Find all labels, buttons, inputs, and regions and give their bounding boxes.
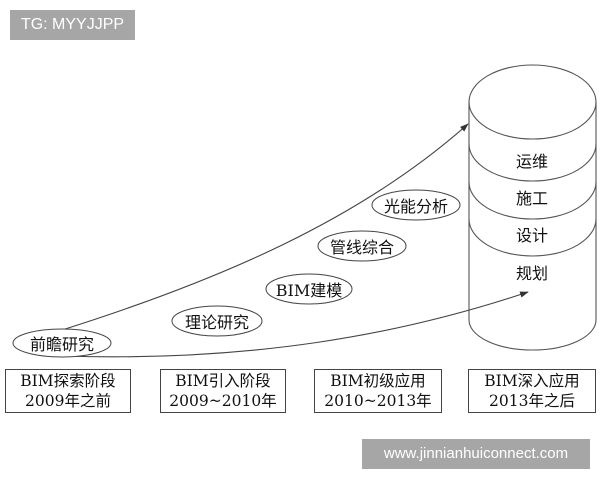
stage-period: 2009年之前 — [25, 392, 111, 410]
milestone-label-lilun: 理论研究 — [184, 313, 250, 332]
cylinder-layer-guihua: 规划 — [515, 264, 549, 283]
oval-qianzhan — [12, 328, 112, 358]
watermark-top: TG: MYYJJPP — [10, 10, 135, 40]
milestone-label-guangneng: 光能分析 — [383, 197, 449, 216]
stage-period: 2010~2013年 — [324, 392, 432, 410]
cylinder-layer-shigong: 施工 — [515, 189, 549, 208]
oval-guanxian — [317, 230, 407, 262]
stage-box-exploration: BIM探索阶段 2009年之前 — [5, 369, 131, 413]
stage-period: 2013年之后 — [489, 392, 575, 410]
stage-box-initial-application: BIM初级应用 2010~2013年 — [314, 369, 442, 413]
stage-title: BIM初级应用 — [330, 372, 426, 390]
cylinder-layer-yunwei: 运维 — [515, 152, 549, 171]
cylinder-layer-sheji: 设计 — [515, 226, 549, 245]
milestone-label-bim-jianmo: BIM建模 — [275, 281, 343, 300]
stage-title: BIM引入阶段 — [175, 372, 271, 390]
milestone-label-qianzhan: 前瞻研究 — [29, 335, 95, 354]
oval-bim-jianmo — [265, 273, 353, 305]
stage-title: BIM探索阶段 — [20, 372, 116, 390]
lower-trend-arrow — [61, 291, 529, 358]
stage-box-deep-application: BIM深入应用 2013年之后 — [468, 369, 596, 413]
milestone-label-guanxian: 管线综合 — [329, 238, 395, 257]
stage-period: 2009~2010年 — [169, 392, 277, 410]
upper-trend-arrow — [61, 123, 469, 331]
stage-title: BIM深入应用 — [484, 372, 580, 390]
stage-box-introduction: BIM引入阶段 2009~2010年 — [160, 369, 286, 413]
oval-lilun — [171, 305, 263, 337]
cylinder-icon — [468, 64, 597, 351]
oval-guangneng — [371, 189, 461, 221]
watermark-bottom: www.jinnianhuiconnect.com — [362, 439, 590, 469]
